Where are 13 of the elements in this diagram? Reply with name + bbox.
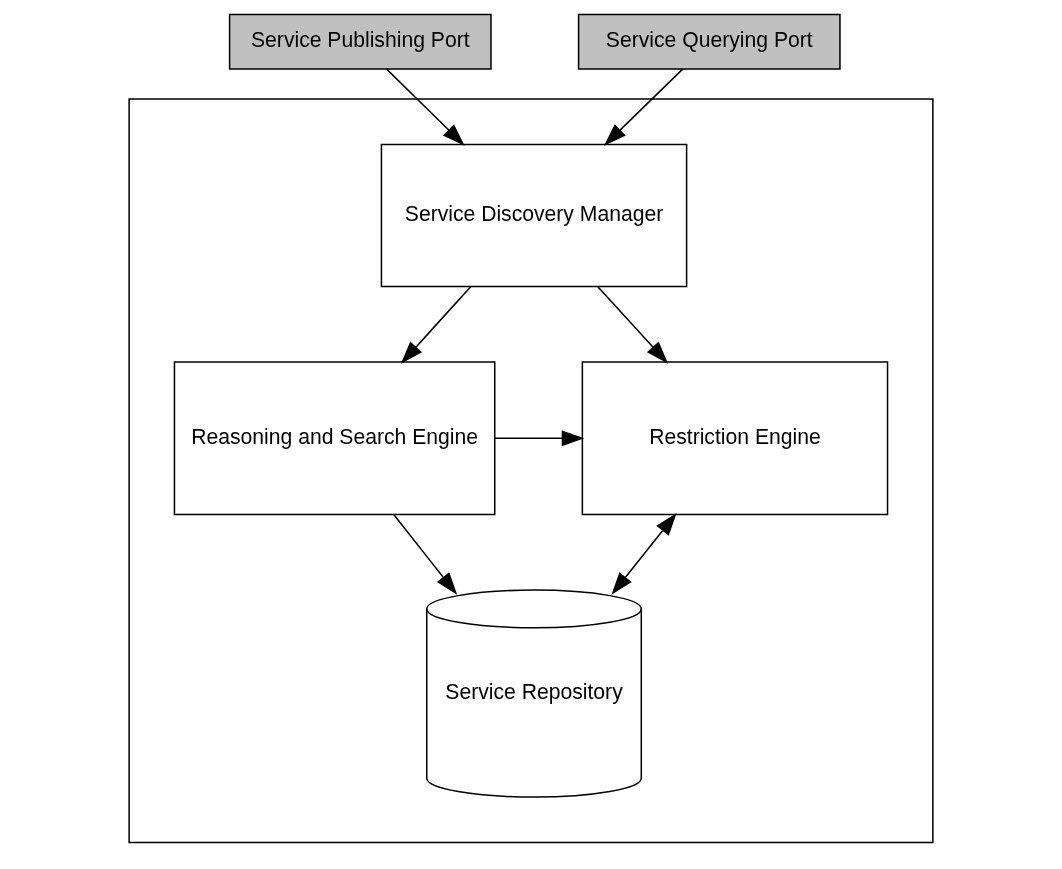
arrow — [393, 514, 458, 595]
node-box: Service Querying Port — [577, 13, 841, 70]
arrow — [494, 430, 585, 447]
node-box: Restriction Engine — [581, 361, 889, 516]
cluster — [128, 98, 934, 844]
node-box: Reasoning and Search Engine — [173, 361, 496, 516]
node-box: Service Discovery Manager — [380, 143, 688, 288]
arrow — [611, 513, 677, 595]
arrow — [400, 285, 472, 364]
node-box: Service Publishing Port — [228, 13, 492, 70]
arrow — [604, 68, 684, 146]
arrow — [385, 68, 465, 146]
arrow — [596, 285, 669, 364]
